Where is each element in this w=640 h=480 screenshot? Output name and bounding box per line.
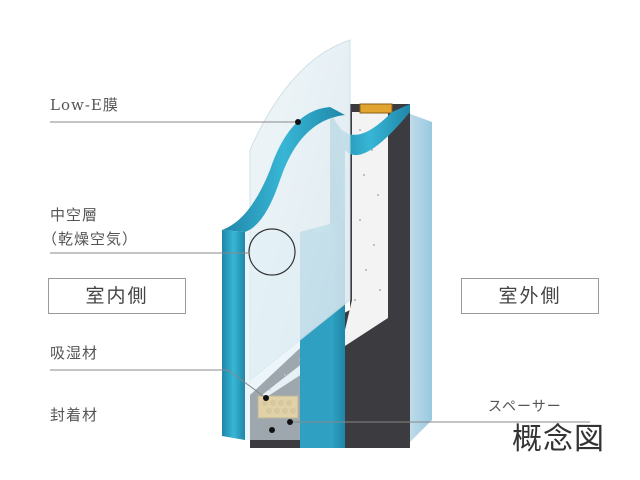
outer-glass-face xyxy=(405,112,432,447)
indoor-side-label: 室内側 xyxy=(48,278,186,314)
dry-air-label: （乾燥空気） xyxy=(42,230,139,248)
spacer-label: スペーサー xyxy=(488,399,562,415)
low-e-label: Low-E膜 xyxy=(50,96,119,114)
outdoor-side-label: 室外側 xyxy=(461,278,599,314)
desiccant-label: 吸湿材 xyxy=(50,344,99,362)
diagram-caption: 概念図 xyxy=(512,422,605,457)
hollow-layer-marker xyxy=(248,228,296,276)
inner-glass-edge xyxy=(222,107,345,232)
hollow-layer-label: 中空層 xyxy=(50,206,99,224)
desiccant-top xyxy=(359,103,393,114)
sealant-label: 封着材 xyxy=(50,406,99,424)
hollow-cavity xyxy=(262,112,388,400)
